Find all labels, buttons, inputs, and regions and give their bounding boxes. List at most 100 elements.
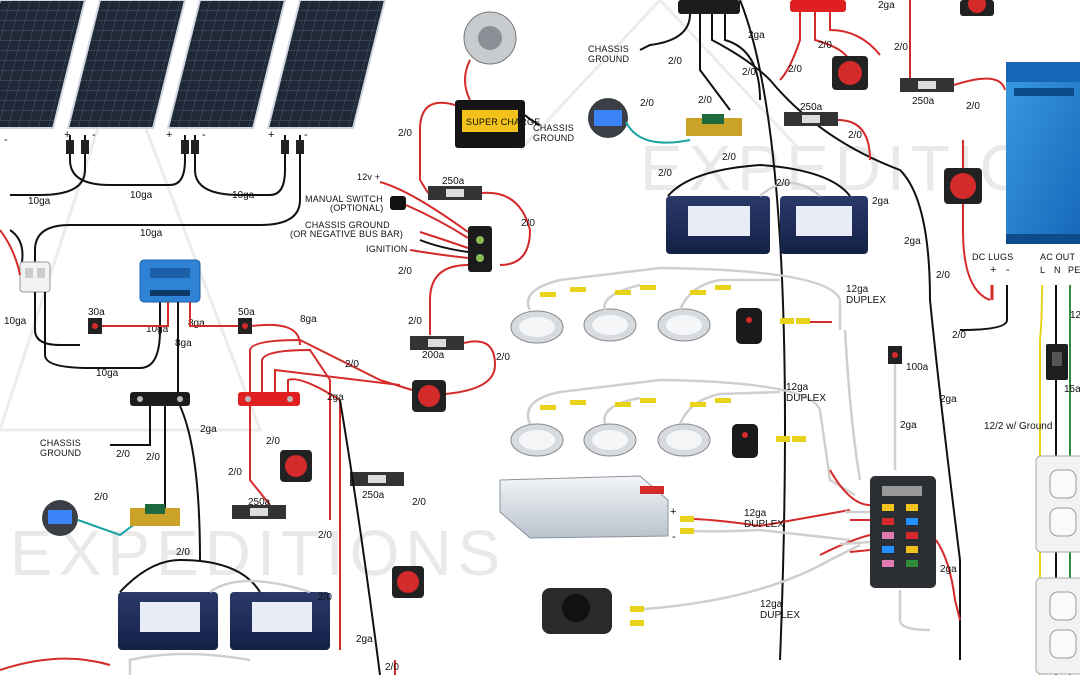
wire-gauge-label: 2/0: [146, 452, 160, 463]
battery-disconnect-top-right: [960, 0, 994, 16]
breaker-100a: [888, 346, 902, 364]
wire-gauge-label: 2ga: [904, 236, 921, 247]
plus-sign: +: [268, 129, 274, 141]
solar-combiner: [19, 261, 51, 293]
wire-gauge-label: 10ga: [96, 368, 119, 379]
wire-gauge-label: 2/0: [385, 662, 399, 673]
duplex-label: DUPLEX: [846, 295, 886, 306]
wire-gauge-label: 2/0: [818, 40, 832, 51]
solar-array: [0, 0, 387, 129]
wire-gauge-label: 2/0: [412, 497, 426, 508]
alternator: [463, 11, 517, 65]
manual-switch-optional-label: (OPTIONAL): [330, 203, 384, 213]
wire-gauge-label: 10ga: [28, 196, 51, 207]
minus-sign: -: [304, 129, 308, 141]
battery-disconnect-switch-2: [392, 566, 424, 598]
dc-lugs-label: DC LUGS: [972, 252, 1013, 262]
wire-gauge-label: 2ga: [878, 0, 895, 11]
wire-gauge-label: 2/0: [966, 101, 980, 112]
watermark-text-left: EXPEDITIONS: [10, 517, 506, 589]
rocker-switch-1: [736, 308, 762, 344]
wire-gauge-label: 8ga: [175, 338, 192, 349]
wire-gauge-label: 2/0: [776, 178, 790, 189]
house-battery-3: [666, 196, 770, 254]
wire-gauge-label: 2/0: [698, 95, 712, 106]
wire-gauge-label: 12/: [1070, 310, 1080, 321]
ignition-label: IGNITION: [366, 244, 408, 254]
wire-connectors-2: [540, 398, 806, 442]
anl-fuse-200a: [410, 336, 464, 350]
wire-gauge-label: 2/0: [94, 492, 108, 503]
wire-gauge-label: 10ga: [130, 190, 153, 201]
wire-gauge-label: 2/0: [936, 270, 950, 281]
house-battery-2: [230, 592, 330, 650]
wire-gauge-label: 2/0: [228, 467, 242, 478]
wire-gauge-label: 2/0: [894, 42, 908, 53]
ac-earth-label: PE: [1068, 265, 1080, 275]
anl-fuse-250a-top: [900, 78, 954, 92]
isolator-control-wires: [379, 181, 469, 259]
inverter-charger: [1006, 62, 1080, 244]
wire-gauge-label: 2/0: [318, 530, 332, 541]
wire-gauge-label: 2ga: [200, 424, 217, 435]
wire-gauge-label: 2ga: [900, 420, 917, 431]
duplex-label: DUPLEX: [744, 519, 784, 530]
breaker-50a: [238, 318, 252, 334]
ac-line-label: L: [1040, 265, 1045, 275]
anl-fuse-250a-left: [232, 505, 286, 519]
minus-sign: -: [92, 129, 96, 141]
ac-outlet-2: [1035, 577, 1080, 675]
plus-sign: +: [990, 264, 996, 276]
wire-gauge-label: 2/0: [496, 352, 510, 363]
battery-disconnect-switch-5: [944, 168, 982, 204]
fuse-rating-label: 250a: [362, 490, 385, 501]
wire-gauge-label: 12ga: [744, 508, 767, 519]
wire-gauge-label: 12ga: [760, 599, 783, 610]
wire-gauge-label: 2/0: [848, 130, 862, 141]
wire-gauge-label: 10ga: [232, 190, 255, 201]
mppt-charge-controller: [139, 259, 201, 303]
negative-bus-label: (OR NEGATIVE BUS BAR): [290, 229, 403, 239]
battery-brand-label: SUPER CHARGE: [466, 117, 540, 127]
fuse-rating-label: 250a: [800, 102, 823, 113]
minus-sign: -: [202, 129, 206, 141]
usb-12v-socket: [542, 588, 612, 634]
shunt-left: [130, 504, 180, 526]
battery-disconnect-switch-3: [412, 380, 446, 412]
starter-battery: SUPER CHARGE: [455, 100, 540, 148]
led-light-row-1: [510, 308, 711, 344]
battery-monitor-left: [42, 500, 78, 536]
manual-switch: [390, 196, 406, 210]
wire-gauge-label: 2/0: [116, 449, 130, 460]
wire-gauge-label: 10ga: [4, 316, 27, 327]
wire-gauge-label: 2ga: [940, 564, 957, 575]
wire-gauge-label: 2/0: [408, 316, 422, 327]
negative-bus-bar-top: [678, 0, 740, 14]
wire-gauge-label: 2/0: [345, 359, 359, 370]
twelve-volt-label: 12v +: [357, 172, 380, 182]
wire-connectors-socket: [630, 606, 644, 626]
shunt-top: [686, 114, 742, 136]
ac-outlet-1: [1035, 455, 1080, 553]
rocker-switch-2: [732, 424, 758, 458]
positive-wires-left: [249, 338, 401, 650]
fuse-rating-label: 250a: [248, 497, 271, 508]
fuse-rating-label: 200a: [422, 350, 445, 361]
positive-bus-bar-top: [790, 0, 846, 12]
wire-connectors-1: [540, 285, 810, 324]
house-battery-1: [118, 592, 218, 650]
wire-gauge-label: 2/0: [640, 98, 654, 109]
romex-label: 12/2 w/ Ground: [984, 421, 1052, 432]
plus-sign: +: [64, 129, 70, 141]
wire-gauge-label: 2/0: [398, 266, 412, 277]
solar-panel-2: [66, 0, 187, 129]
wire-gauge-label: 2/0: [318, 592, 332, 603]
battery-isolator: [468, 226, 492, 272]
wire-gauge-label: 2/0: [266, 436, 280, 447]
wire-gauge-label: 2/0: [658, 168, 672, 179]
fuse-rating-label: 15a: [1064, 384, 1080, 395]
fuse-rating-label: 30a: [88, 307, 105, 318]
wire-gauge-label: 2/0: [952, 330, 966, 341]
roof-vent-fan: [499, 475, 669, 539]
